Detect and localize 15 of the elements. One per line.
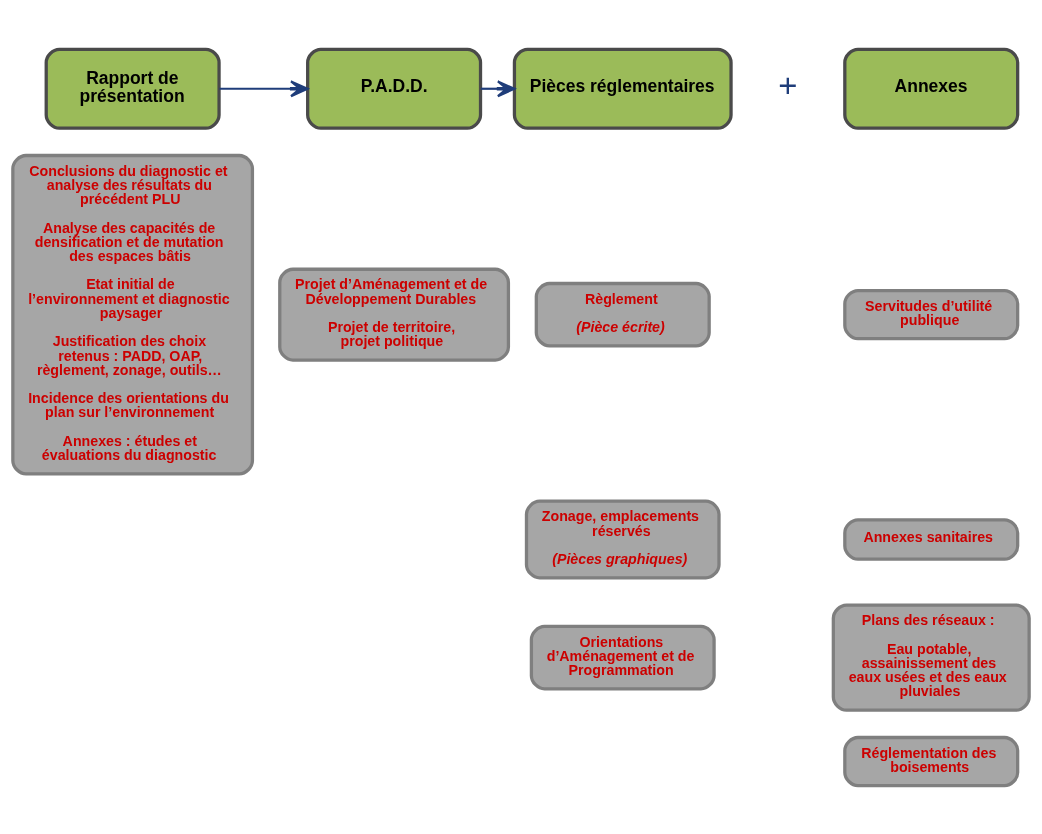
node-box: Pièces réglementaires: [512, 47, 733, 130]
node-box: Servitudes d’utilité publique: [843, 288, 1020, 340]
node-box: Rapport de présentation: [44, 47, 221, 130]
label: +: [778, 66, 798, 104]
node-box: Zonage, emplacements réservés (Pièces graphiques): [524, 499, 721, 579]
node-box: Annexes: [843, 47, 1020, 130]
node-box: Projet d’Aménagement et de Développement Durables Projet de territoire, projet politique: [278, 267, 511, 362]
node-box: Réglementation des boisements: [843, 735, 1020, 787]
node-box: P.A.D.D.: [306, 47, 483, 130]
arrow: [219, 79, 309, 97]
node-box: Conclusions du diagnostic et analyse des résultats du précédent PLU Analyse des capacités de densification et de mutation des espaces bâtis Etat initial de l’environnement et diagnostic paysager Justification des choix retenus : PADD, OAP, règlement, zonage, outils… Incidence des orientations du plan sur l’environnement Annexes : études et évaluations du diagnostic: [11, 153, 255, 475]
node-box: Annexes sanitaires: [843, 517, 1020, 561]
node-box: Plans des réseaux : Eau potable, assainissement des eaux usées et des eaux pluviales: [831, 603, 1031, 712]
node-box: Orientations d’Aménagement et de Programmation: [529, 624, 716, 690]
node-box: Règlement (Pièce écrite): [534, 281, 711, 347]
